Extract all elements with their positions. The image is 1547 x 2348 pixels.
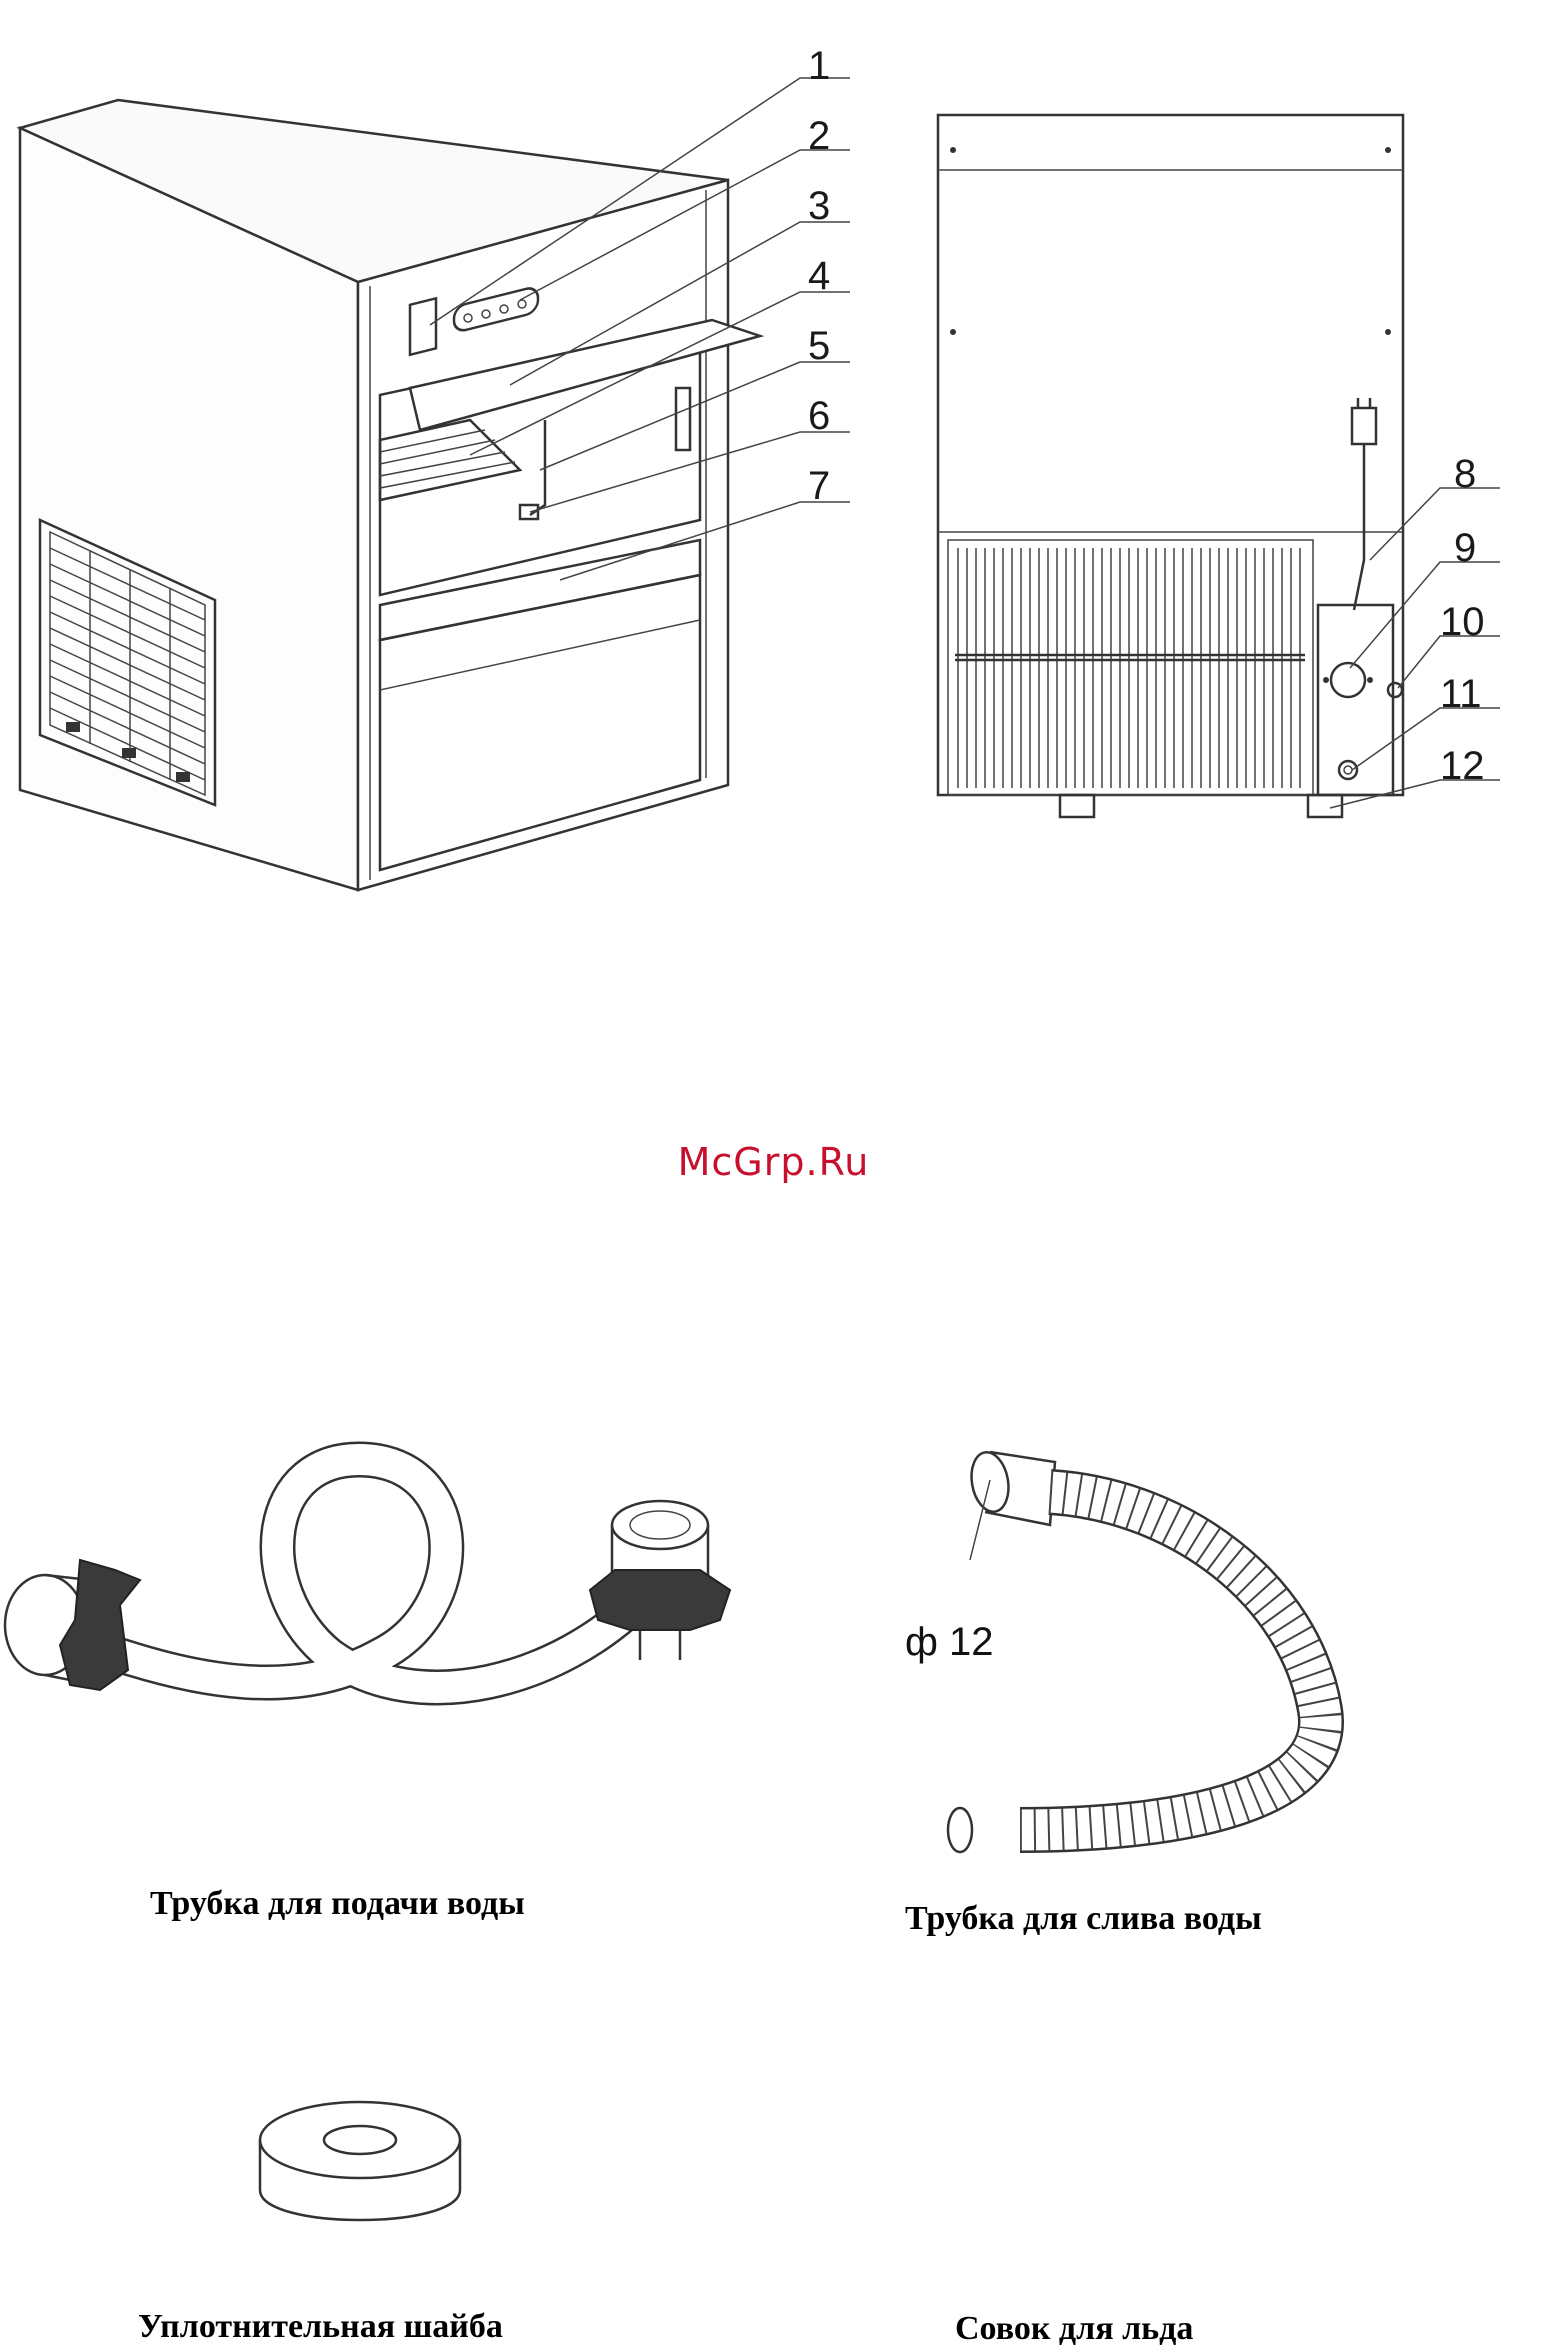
callout-12: 12: [1440, 746, 1485, 786]
drain-outlet-icon: [1339, 761, 1357, 779]
drain-diameter-label: ф 12: [905, 1620, 994, 1665]
supply-hose-drawing: [0, 1430, 760, 1850]
callout-8: 8: [1454, 454, 1476, 494]
seal-washer-drawing: [240, 2090, 480, 2250]
caption-ice-scoop: Совок для льда: [955, 2310, 1193, 2348]
callout-9: 9: [1454, 528, 1476, 568]
back-view-drawing: [0, 0, 1547, 920]
caption-supply-hose: Трубка для подачи воды: [150, 1885, 525, 1923]
callout-11: 11: [1440, 674, 1482, 714]
callout-10: 10: [1440, 602, 1485, 642]
condenser-grille-icon: [948, 540, 1313, 795]
caption-seal-washer: Уплотнительная шайба: [138, 2308, 503, 2346]
ice-scoop-drawing: [980, 2020, 1400, 2280]
watermark: McGrp.Ru: [0, 1140, 1547, 1184]
water-inlet-icon: [1331, 663, 1365, 697]
caption-drain-hose: Трубка для слива воды: [905, 1900, 1262, 1938]
